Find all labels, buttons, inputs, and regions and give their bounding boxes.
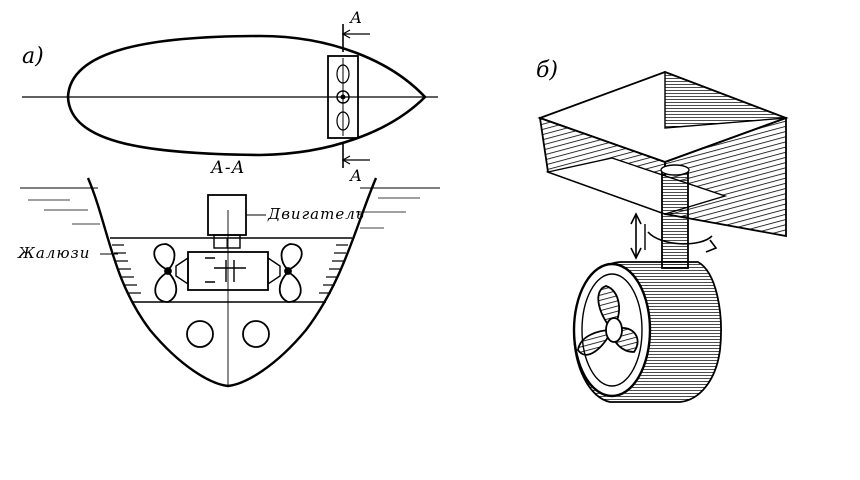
azimuth-thruster-drawing: [537, 70, 789, 403]
propeller-left: [153, 243, 178, 303]
propeller-right: [278, 243, 303, 303]
hull-plan-view: [22, 24, 438, 168]
lightening-hole-right: [242, 320, 270, 348]
engine-block: [207, 194, 247, 236]
hull-outline: [66, 34, 427, 157]
louver-label: Жалюзи: [18, 244, 91, 262]
hull-cross-section: [20, 177, 440, 388]
figure-a-letter: а): [22, 44, 44, 69]
section-mark-bottom: А: [350, 166, 363, 185]
section-title: А-А: [211, 158, 246, 178]
thruster-tunnel-plan: [327, 55, 359, 139]
louver-grille-right: [319, 244, 348, 294]
thruster-strut: [661, 169, 689, 269]
thruster-propeller: [577, 285, 639, 356]
rotation-arrow: [647, 231, 713, 245]
louver-grille-left: [112, 244, 141, 294]
section-mark-top: А: [350, 8, 363, 27]
engine-label: Двигатель: [268, 205, 365, 223]
lightening-hole-left: [186, 320, 214, 348]
figure-b-letter: б): [536, 58, 559, 83]
